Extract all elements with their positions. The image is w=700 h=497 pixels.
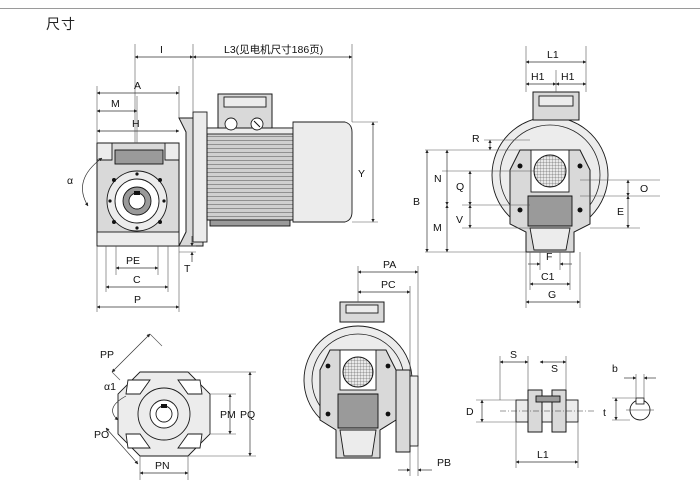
label-Y: Y <box>358 168 365 180</box>
label-O: O <box>640 183 648 195</box>
page-title: 尺寸 <box>46 16 76 32</box>
label-S-a: S <box>510 349 517 361</box>
label-PM: PM <box>220 409 236 421</box>
label-H1-b: H1 <box>561 71 575 83</box>
fan-cover <box>292 121 353 223</box>
label-PN: PN <box>155 460 170 472</box>
flange-gearbox-view: PA PC PB <box>303 259 451 476</box>
label-PP: PP <box>100 349 114 361</box>
label-b: b <box>612 363 618 375</box>
label-C1: C1 <box>541 271 555 283</box>
label-PC: PC <box>381 279 396 291</box>
output-bore <box>128 192 146 210</box>
label-Q: Q <box>456 181 464 193</box>
label-T: T <box>184 263 191 275</box>
label-B: B <box>413 196 420 208</box>
label-E: E <box>617 206 624 218</box>
label-A: A <box>134 80 141 92</box>
label-M-right: M <box>433 222 442 234</box>
flange-view: PP α1 PO PM PQ PN <box>94 333 256 480</box>
label-PB: PB <box>437 457 451 469</box>
front-view: L1 H1 H1 R B N Q M V O <box>413 46 660 308</box>
front-shaft-grid <box>533 154 567 188</box>
label-alpha: α <box>67 175 73 187</box>
label-PO: PO <box>94 429 109 441</box>
flange-bore <box>155 405 173 423</box>
motor-body <box>206 127 294 221</box>
label-PE: PE <box>126 255 140 267</box>
label-G: G <box>548 289 556 301</box>
label-PQ: PQ <box>240 409 255 421</box>
label-M-top: M <box>111 98 120 110</box>
label-H-top: H <box>132 118 140 130</box>
label-L1-shaft: L1 <box>537 449 549 461</box>
label-C-left: C <box>133 274 141 286</box>
output-flange-plate <box>395 369 411 453</box>
gearbox-shaft-grid <box>342 356 374 388</box>
label-t: t <box>603 407 606 419</box>
label-P: P <box>134 294 141 306</box>
label-PA: PA <box>383 259 396 271</box>
label-H1-a: H1 <box>531 71 545 83</box>
header-rule <box>0 8 700 9</box>
label-I: I <box>160 44 163 56</box>
label-N: N <box>434 173 442 185</box>
label-V: V <box>456 214 463 226</box>
label-alpha1: α1 <box>104 381 116 393</box>
shaft-view: S S D L1 b t <box>466 349 656 468</box>
label-L1-top: L1 <box>547 49 559 61</box>
label-S-b: S <box>551 363 558 375</box>
side-view: I L3(见电机尺寸186页) A M H α Y PE T <box>67 43 378 312</box>
label-L3: L3(见电机尺寸186页) <box>224 43 323 56</box>
label-F: F <box>546 251 552 263</box>
label-R: R <box>472 133 480 145</box>
label-D: D <box>466 406 474 418</box>
